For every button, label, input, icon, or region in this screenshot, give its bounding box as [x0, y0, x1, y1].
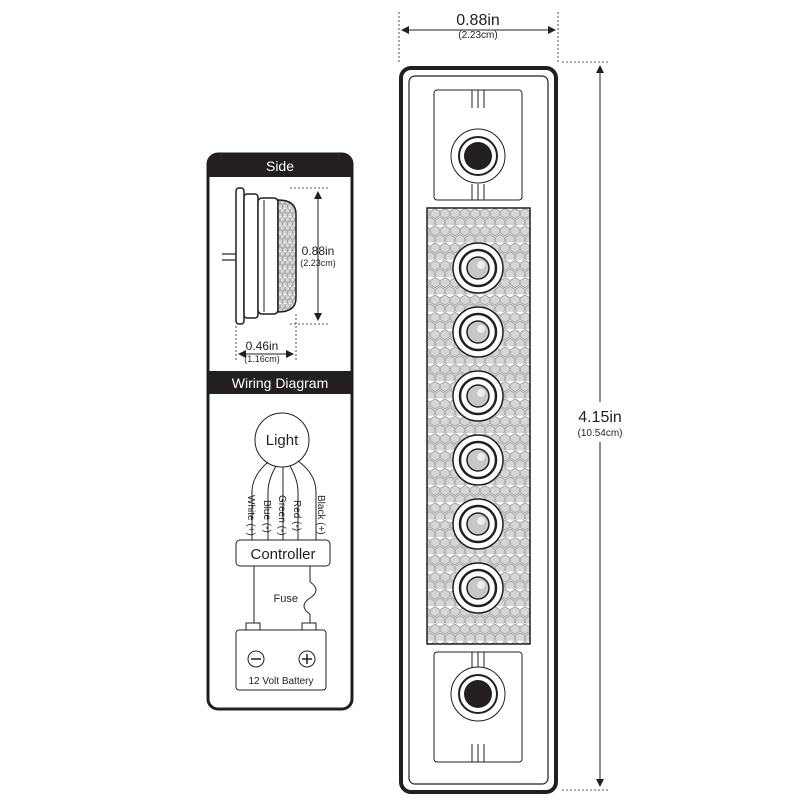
side-depth-dimension: 0.46in (1.16cm): [235, 314, 297, 364]
controller-box: Controller: [235, 539, 331, 567]
bottom-mount: [433, 651, 523, 763]
led-4: [452, 434, 504, 486]
top-mount: [433, 89, 523, 201]
light-node: Light: [254, 412, 310, 468]
light-label: Light: [266, 432, 299, 449]
battery: 12 Volt Battery: [235, 622, 327, 691]
front-width-cm: (2.23cm): [458, 30, 497, 41]
wire-label-black: Black (+): [315, 495, 326, 535]
fuse-symbol: [303, 581, 317, 615]
battery-wires: [253, 566, 317, 625]
side-header-bar: [208, 154, 352, 177]
front-length-cm: (10.54cm): [577, 428, 622, 439]
led-2: [452, 306, 504, 358]
side-height-cm: (2.23cm): [300, 258, 336, 268]
front-length-dimension: 4.15in (10.54cm): [562, 61, 634, 791]
led-1: [452, 242, 504, 294]
battery-label: 12 Volt Battery: [248, 676, 313, 687]
led-5: [452, 498, 504, 550]
wire-label-red: Red (-): [291, 500, 302, 531]
left-info-panel: Side 0.88in (2.23cm) 0.46in (1.16cm): [206, 152, 354, 711]
side-view-drawing: [222, 187, 297, 325]
side-height-in: 0.88in: [302, 244, 335, 258]
led-column: [452, 242, 504, 614]
controller-label: Controller: [250, 546, 315, 563]
wire-label-white: White (+): [245, 495, 256, 536]
side-depth-cm: (1.16cm): [244, 354, 280, 364]
wire-label-green: Green (-): [276, 495, 287, 536]
wire-bundle: [251, 460, 317, 540]
top-screw-hole-icon: [464, 142, 492, 170]
wiring-header-title: Wiring Diagram: [232, 375, 328, 391]
side-height-dimension: 0.88in (2.23cm): [290, 187, 336, 325]
wire-label-blue: Blue (-): [261, 500, 272, 533]
led-6: [452, 562, 504, 614]
side-depth-in: 0.46in: [246, 339, 279, 353]
wiring-header-bar: [208, 371, 352, 394]
wire-labels: White (+) Blue (-) Green (-) Red (-) Bla…: [245, 495, 326, 536]
fuse-label: Fuse: [274, 593, 298, 605]
front-view-drawing: 0.88in (2.23cm): [398, 12, 634, 794]
front-width-dimension: 0.88in (2.23cm): [398, 12, 559, 62]
led-3: [452, 370, 504, 422]
bottom-screw-hole-icon: [464, 680, 492, 708]
front-length-in: 4.15in: [578, 409, 622, 426]
front-width-in: 0.88in: [456, 12, 500, 29]
side-header-title: Side: [266, 158, 294, 174]
lens-area: [426, 207, 531, 645]
